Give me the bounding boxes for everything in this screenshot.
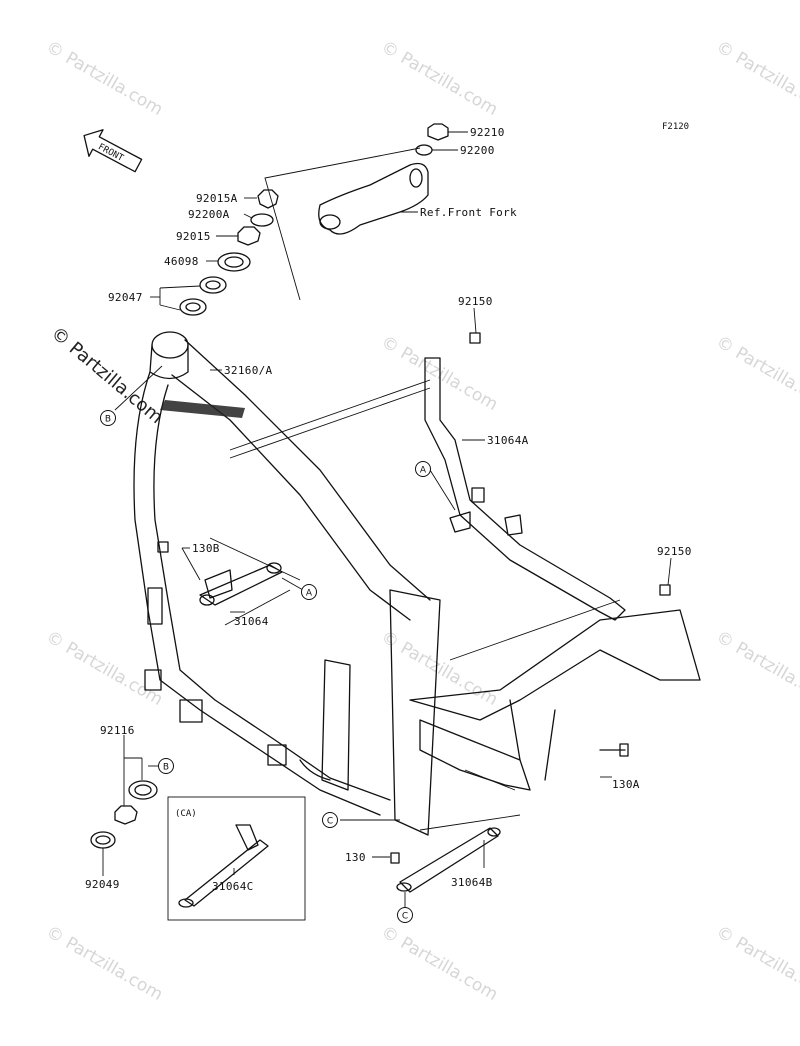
label-46098: 46098	[164, 255, 199, 268]
watermark: © Partzilla.com	[378, 922, 502, 1005]
label-92015A: 92015A	[196, 192, 238, 205]
front-arrow-icon: FRONT	[83, 129, 143, 173]
callouts: B B A A C C	[100, 410, 431, 923]
label-92015: 92015	[176, 230, 211, 243]
steering-stem-parts	[179, 123, 449, 316]
watermark: © Partzilla.com	[713, 332, 800, 415]
label-ref-front-fork: Ref.Front Fork	[420, 206, 517, 219]
label-32160A: 32160/A	[224, 364, 273, 377]
callout-a-right: A	[415, 461, 431, 477]
svg-text:B: B	[105, 415, 111, 425]
label-130B: 130B	[192, 542, 220, 555]
callout-b-top: B	[100, 410, 116, 426]
part-31064B	[396, 769, 521, 893]
label-92150-top: 92150	[458, 295, 493, 308]
part-31064	[181, 537, 301, 626]
watermark: © Partzilla.com	[378, 332, 502, 415]
label-130A: 130A	[612, 778, 640, 791]
watermark: © Partzilla.com	[43, 627, 167, 710]
label-92116: 92116	[100, 724, 135, 737]
part-31064A	[424, 357, 626, 621]
callout-b-bottom: B	[158, 758, 174, 774]
watermark: © Partzilla.com	[713, 37, 800, 120]
svg-text:B: B	[163, 763, 169, 773]
watermark: © Partzilla.com	[378, 37, 502, 120]
label-130: 130	[345, 851, 366, 864]
main-frame	[133, 331, 701, 836]
front-arrow-label: FRONT	[96, 142, 125, 164]
part-labels: 92210 92200 Ref.Front Fork 92015A 92200A…	[85, 126, 692, 893]
svg-text:A: A	[420, 466, 427, 476]
label-92150-right: 92150	[657, 545, 692, 558]
label-31064: 31064	[234, 615, 269, 628]
label-31064C: 31064C	[212, 880, 254, 893]
svg-text:C: C	[327, 817, 333, 827]
callout-c-bottom: C	[397, 907, 413, 923]
leader-lines	[102, 131, 672, 908]
figure-code: F2120	[662, 122, 689, 132]
label-92200A: 92200A	[188, 208, 230, 221]
watermark: © Partzilla.com	[713, 627, 800, 710]
label-92047: 92047	[108, 291, 143, 304]
watermark: © Partzilla.com	[713, 922, 800, 1005]
svg-text:A: A	[306, 589, 313, 599]
bolts	[157, 332, 671, 864]
part-31064C-box: (CA)	[167, 796, 306, 921]
svg-text:C: C	[402, 912, 408, 922]
label-92049: 92049	[85, 878, 120, 891]
watermark: © Partzilla.com	[43, 922, 167, 1005]
label-92210: 92210	[470, 126, 505, 139]
label-92200: 92200	[460, 144, 495, 157]
lower-bearings	[90, 780, 158, 849]
label-31064B: 31064B	[451, 876, 493, 889]
ca-label: (CA)	[175, 809, 197, 819]
label-31064A: 31064A	[487, 434, 529, 447]
callout-c-left: C	[322, 812, 338, 828]
watermark: © Partzilla.com	[43, 37, 167, 120]
watermark: © Partzilla.com	[378, 627, 502, 710]
callout-a-left: A	[301, 584, 317, 600]
